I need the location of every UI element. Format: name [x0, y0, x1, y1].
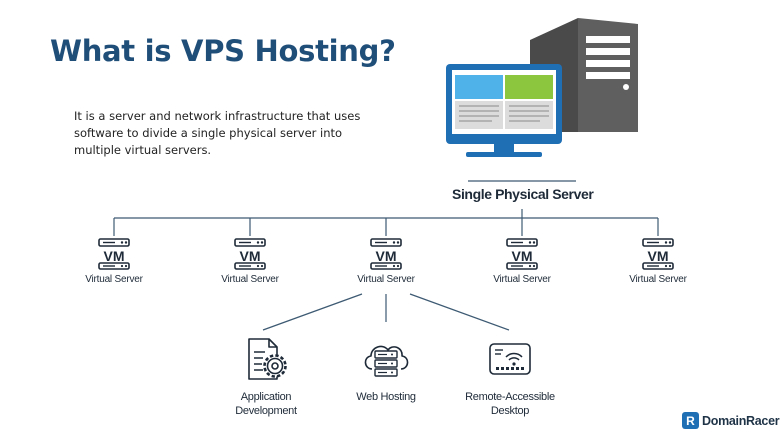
service-label-line1: Remote-Accessible — [465, 391, 555, 403]
vm-server-icon: VM — [506, 238, 538, 270]
vm-server-icon: VM — [234, 238, 266, 270]
cloud-server-icon — [364, 345, 409, 377]
page-title: What is VPS Hosting? — [50, 34, 396, 68]
virtual-server-label: Virtual Server — [493, 274, 551, 285]
document-gear-icon — [248, 338, 287, 380]
vm-server-icon: VM — [642, 238, 674, 270]
vm-text: VM — [376, 248, 397, 264]
vm-text: VM — [648, 248, 669, 264]
vm-text: VM — [104, 248, 125, 264]
vm-server-icon: VM — [98, 238, 130, 270]
vm-text: VM — [240, 248, 261, 264]
virtual-server-2: VM Virtual Server — [190, 238, 310, 285]
service-label-line2: Desktop — [490, 405, 530, 417]
service-label-line1: Web Hosting — [356, 391, 416, 403]
physical-server-label: Single Physical Server — [452, 186, 594, 202]
virtual-server-5: VM Virtual Server — [598, 238, 718, 285]
monitor-icon — [446, 64, 562, 157]
vm-server-icon: VM — [370, 238, 402, 270]
virtual-server-label: Virtual Server — [357, 274, 415, 285]
physical-server-illustration — [446, 18, 638, 157]
service-application-development: Application Development — [196, 336, 336, 418]
domainracer-logo: R DomainRacer — [682, 412, 780, 429]
service-remote-desktop: Remote-Accessible Desktop — [440, 336, 580, 418]
domainracer-logo-icon: R — [682, 412, 699, 429]
virtual-server-label: Virtual Server — [85, 274, 143, 285]
logo-letter: R — [686, 414, 695, 428]
virtual-server-3: VM Virtual Server — [326, 238, 446, 285]
virtual-server-label: Virtual Server — [221, 274, 279, 285]
wifi-device-icon — [489, 343, 531, 375]
vm-text: VM — [512, 248, 533, 264]
service-web-hosting: Web Hosting — [316, 336, 456, 404]
virtual-server-4: VM Virtual Server — [462, 238, 582, 285]
service-label-line1: Application — [240, 391, 292, 403]
virtual-server-label: Virtual Server — [629, 274, 687, 285]
brand-name: DomainRacer — [702, 413, 780, 428]
vps-description: It is a server and network infrastructur… — [74, 109, 361, 157]
service-label-line2: Development — [235, 405, 297, 417]
virtual-server-1: VM Virtual Server — [54, 238, 174, 285]
